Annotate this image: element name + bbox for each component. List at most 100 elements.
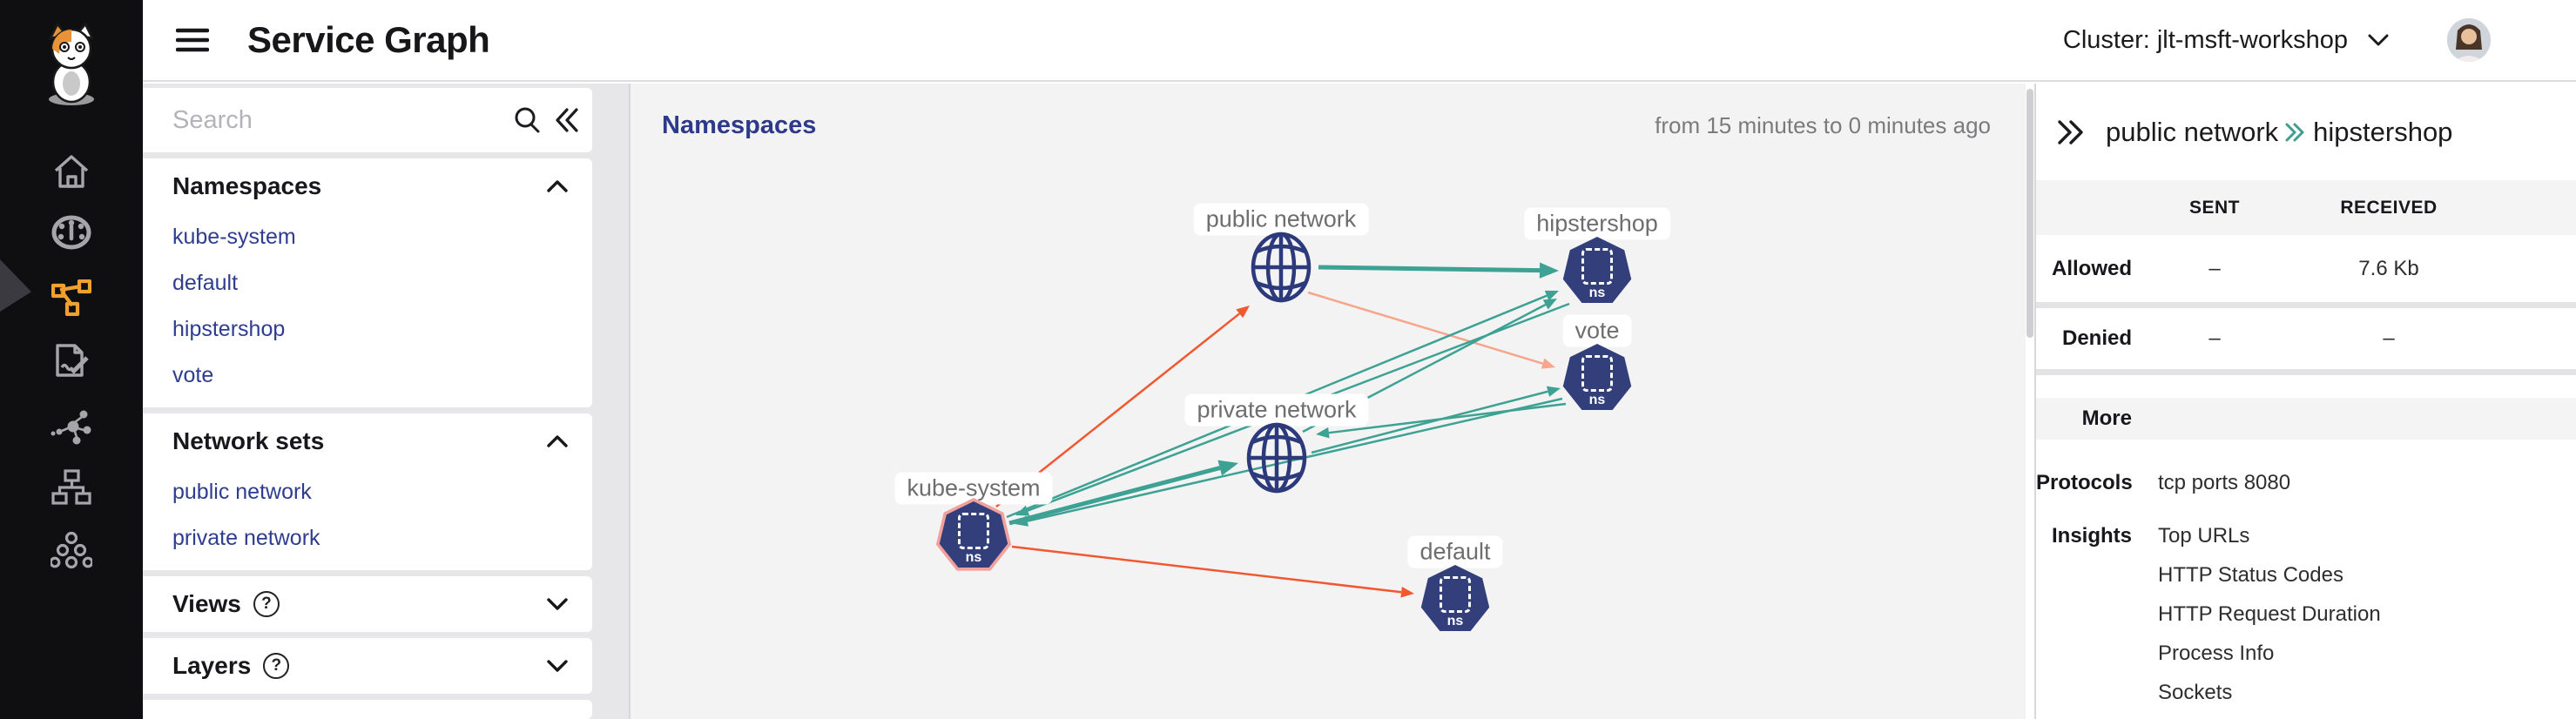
arrowhead-icon [1316, 427, 1330, 439]
node-label-hipstershop[interactable]: hipstershop [1524, 207, 1670, 240]
section-layers-header[interactable]: Layers ? [143, 638, 592, 694]
table-row-denied: Denied – – [2036, 308, 2576, 369]
chevron-down-icon [545, 595, 570, 613]
cluster-selector[interactable]: Cluster: jlt-msft-workshop [2063, 26, 2390, 55]
more-section-header: More [2036, 398, 2576, 440]
protocols-value: tcp ports 8080 [2158, 471, 2291, 494]
chevron-up-icon [545, 433, 570, 450]
section-title: Network sets [172, 427, 325, 454]
breadcrumb-target[interactable]: hipstershop [2313, 116, 2453, 147]
graph-time-range[interactable]: from 15 minutes to 0 minutes ago [1655, 112, 1991, 138]
denied-sent-value: – [2208, 326, 2221, 350]
edge-public-network-to-hipstershop[interactable] [1318, 265, 1541, 273]
edge-public-network-to-vote[interactable] [1307, 291, 1544, 365]
collapse-sidebar-icon[interactable] [553, 107, 581, 133]
traffic-table-header: SENT RECEIVED [2036, 180, 2576, 235]
sidebar-empty-card [143, 700, 592, 719]
edge-private-network-to-vote[interactable] [1311, 390, 1548, 454]
graph-node-hipstershop[interactable]: ns [1562, 237, 1632, 306]
search-icon[interactable] [513, 106, 541, 134]
nav-cluster[interactable] [47, 526, 96, 575]
section-views-header[interactable]: Views ? [143, 576, 592, 632]
sidebar-item-kube-system[interactable]: kube-system [172, 225, 296, 249]
help-icon[interactable]: ? [263, 653, 290, 679]
section-layers: Layers ? [143, 638, 592, 694]
namespace-badge: ns [965, 550, 982, 565]
network-globe-icon [1246, 422, 1307, 494]
arrowhead-icon [1544, 290, 1559, 301]
cluster-label: Cluster: jlt-msft-workshop [2062, 25, 2348, 54]
help-icon[interactable]: ? [253, 591, 280, 617]
edge-vote-to-kube-system[interactable] [1027, 397, 1563, 522]
sidebar-item-public-network[interactable]: public network [172, 480, 312, 504]
nav-hierarchy[interactable] [47, 463, 96, 512]
node-label-private-network[interactable]: private network [1184, 393, 1369, 427]
namespace-badge: ns [1446, 614, 1464, 628]
section-namespaces-header[interactable]: Namespaces [143, 158, 592, 214]
namespace-heptagon-icon: ns [1420, 565, 1490, 631]
app-logo[interactable] [31, 23, 111, 106]
graph-node-default[interactable]: ns [1420, 565, 1490, 635]
policies-icon [56, 344, 89, 377]
nav-network[interactable] [47, 402, 96, 451]
insight-item-process-info[interactable]: Process Info [2158, 642, 2275, 665]
arrowhead-icon [1546, 386, 1561, 397]
section-network-sets: Network sets public network private netwo… [143, 413, 592, 570]
arrowhead-icon [1236, 306, 1250, 319]
sidebar-item-hipstershop[interactable]: hipstershop [172, 317, 286, 341]
node-label-public-network[interactable]: public network [1193, 203, 1369, 236]
insight-item-http-status-codes[interactable]: HTTP Status Codes [2158, 563, 2343, 587]
section-title: Layers [172, 652, 252, 679]
sidebar-sections: Namespaces kube-system default hipstershop… [143, 158, 629, 719]
nav-service-graph[interactable] [47, 273, 96, 322]
nav-policies[interactable] [47, 336, 96, 385]
search-input[interactable] [172, 105, 501, 135]
menu-button[interactable] [176, 27, 209, 53]
edge-kube-system-to-default[interactable] [1011, 545, 1402, 594]
arrowhead-icon [1541, 358, 1555, 369]
section-views: Views ? [143, 576, 592, 632]
edge-kube-system-to-private-network[interactable] [1008, 466, 1221, 526]
section-title: Views [172, 590, 241, 617]
network-icon [51, 410, 91, 445]
sidebar-item-vote[interactable]: vote [172, 363, 214, 387]
node-label-kube-system[interactable]: kube-system [894, 472, 1053, 505]
graph-node-private-network[interactable] [1245, 421, 1308, 494]
node-label-vote[interactable]: vote [1562, 314, 1632, 347]
graph-node-kube-system[interactable]: ns [935, 498, 1012, 575]
sidebar-item-private-network[interactable]: private network [172, 526, 320, 550]
edge-vote-to-private-network[interactable] [1328, 402, 1567, 434]
node-label-default[interactable]: default [1407, 535, 1503, 568]
double-chevron-right-icon [2058, 119, 2083, 144]
edge-direction-icon [2283, 122, 2308, 143]
section-network-sets-header[interactable]: Network sets [143, 413, 592, 469]
arrowhead-icon [1015, 515, 1029, 527]
sidebar-item-default[interactable]: default [172, 271, 239, 295]
graph-node-vote[interactable]: ns [1562, 344, 1632, 413]
insight-item-sockets[interactable]: Sockets [2158, 681, 2233, 704]
breadcrumb-source[interactable]: public network [2106, 116, 2279, 147]
nav-dashboard[interactable] [47, 208, 96, 257]
graph-edges [995, 262, 1570, 598]
cat-mascot-icon [48, 23, 95, 105]
avatar-photo [2447, 18, 2491, 62]
graph-canvas[interactable]: Namespaces from 15 minutes to 0 minutes … [629, 84, 2026, 719]
nav-home[interactable] [47, 147, 96, 196]
row-divider [2036, 302, 2576, 308]
hamburger-icon [176, 28, 209, 52]
user-avatar[interactable] [2447, 18, 2491, 62]
graph-node-public-network[interactable] [1250, 231, 1312, 304]
namespace-dashed-box [958, 513, 989, 549]
insight-item-http-request-duration[interactable]: HTTP Request Duration [2158, 602, 2381, 626]
collapse-panel-button[interactable] [2055, 118, 2087, 146]
hierarchy-icon [51, 469, 91, 505]
namespace-dashed-box [1581, 355, 1613, 392]
chevron-down-icon [2368, 34, 2389, 46]
graph-view-label: Namespaces [662, 111, 817, 139]
arrowhead-icon [1542, 299, 1557, 310]
insight-item-top-urls[interactable]: Top URLs [2158, 524, 2250, 548]
panel-scrollbar[interactable] [2026, 89, 2033, 338]
row-divider [2036, 369, 2576, 375]
